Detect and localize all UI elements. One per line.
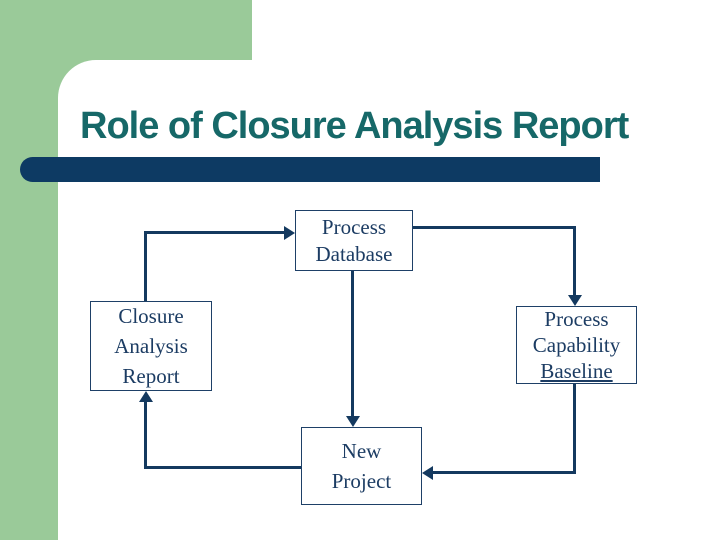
connector-car-to-pd-horizontal [144,231,285,234]
connector-pd-to-pcb-horizontal [413,226,576,229]
page-title: Role of Closure Analysis Report [80,105,629,147]
box-line: Process [321,214,387,239]
box-closure-analysis-report: Closure Analysis Report [90,301,212,391]
box-process-database: Process Database [295,210,413,271]
arrowhead-into-closure-analysis-report-icon [139,391,153,402]
box-process-capability-baseline: Process Capability Baseline [516,306,637,384]
arrowhead-into-new-project-right-icon [422,466,433,480]
connector-np-to-car-vertical [144,401,147,469]
arrowhead-into-process-capability-baseline-icon [568,295,582,306]
box-line: Analysis [114,334,188,358]
arrowhead-into-new-project-top-icon [346,416,360,427]
box-line-underlined: Baseline [540,359,613,383]
box-line: Capability [532,333,621,357]
connector-pd-to-pcb-vertical [573,226,576,296]
box-new-project: New Project [301,427,422,505]
arrowhead-into-process-database-icon [284,226,295,240]
box-line: New [341,439,382,463]
box-line: Process [544,307,609,331]
connector-car-to-pd-vertical [144,233,147,303]
connector-pcb-to-np-vertical [573,384,576,474]
title-underline-bar [20,157,600,182]
box-line: Closure [118,304,184,328]
connector-pd-to-np-vertical [351,271,354,417]
box-line: Report [122,364,180,388]
box-line: Project [331,469,392,493]
connector-pcb-to-np-horizontal [432,471,576,474]
box-line: Database [315,241,393,266]
connector-np-to-car-horizontal [144,466,302,469]
